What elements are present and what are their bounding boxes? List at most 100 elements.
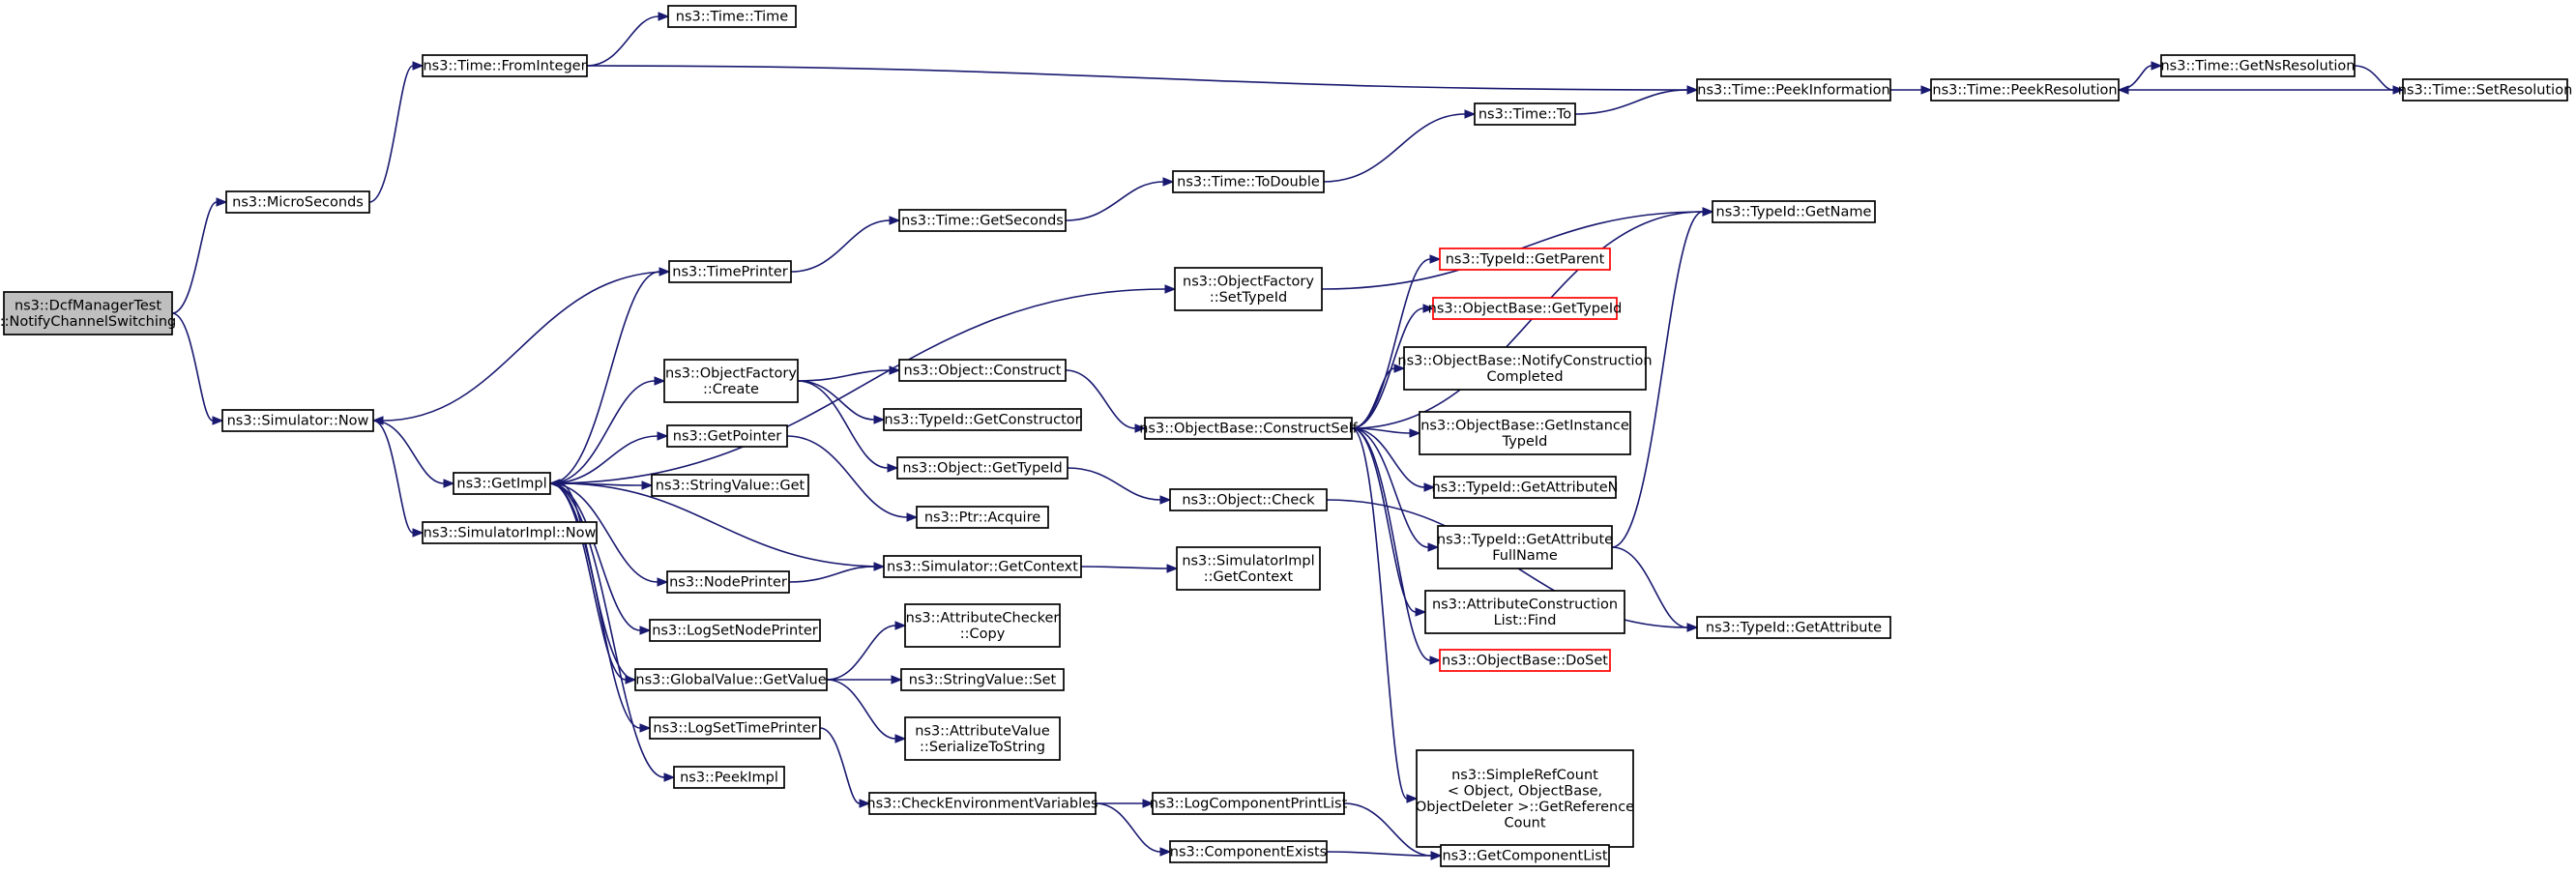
node-getimpl[interactable]: ns3::GetImpl: [453, 472, 551, 495]
node-simgetctx[interactable]: ns3::Simulator::GetContext: [883, 555, 1082, 578]
node-setres[interactable]: ns3::Time::SetResolution: [2398, 78, 2573, 102]
node-getnsres[interactable]: ns3::Time::GetNsResolution: [2160, 54, 2356, 77]
edge-line: [788, 566, 875, 583]
node-box: [898, 359, 1067, 382]
edge-obconstructself-to-srcgetref: [1351, 427, 1419, 803]
node-box: [1432, 297, 1618, 320]
node-timetime[interactable]: ns3::Time::Time: [667, 5, 797, 28]
node-label: ns3::PeekImpl: [680, 771, 778, 786]
edge-arrowhead: [1159, 495, 1172, 505]
node-tidgetparent[interactable]: ns3::TypeId::GetParent: [1439, 248, 1611, 271]
node-frominteger[interactable]: ns3::Time::FromInteger: [422, 54, 588, 77]
node-peekinfo[interactable]: ns3::Time::PeekInformation: [1696, 78, 1891, 102]
node-timeto[interactable]: ns3::Time::To: [1474, 102, 1576, 126]
node-getpointer[interactable]: ns3::GetPointer: [666, 424, 788, 448]
edge-compexists-to-getcomplist: [1326, 851, 1443, 860]
node-tidgetctor[interactable]: ns3::TypeId::GetConstructor: [883, 408, 1082, 431]
node-label: ns3::LogSetTimePrinter: [653, 721, 816, 737]
node-todouble[interactable]: ns3::Time::ToDouble: [1172, 170, 1325, 193]
node-label: ns3::TypeId::GetConstructor: [884, 413, 1080, 428]
node-box: [900, 668, 1065, 691]
node-label: ns3::StringValue::Set: [909, 673, 1057, 688]
node-tidgetname[interactable]: ns3::TypeId::GetName: [1712, 200, 1876, 223]
node-box: [667, 5, 797, 28]
edge-arrowhead: [1686, 85, 1699, 95]
node-box: [634, 668, 828, 691]
edge-line: [1611, 546, 1688, 628]
node-tidgetattrn[interactable]: ns3::TypeId::GetAttributeN: [1431, 476, 1619, 499]
node-box: [1433, 476, 1617, 499]
edge-tidgetattrfull-to-tidgetname: [1611, 207, 1714, 548]
node-label: ::SetTypeId: [1210, 290, 1287, 306]
edge-simgetctx-to-simimplgetctx: [1080, 564, 1179, 573]
node-root: ns3::DcfManagerTest::NotifyChannelSwitch…: [0, 291, 176, 335]
node-strvalset[interactable]: ns3::StringValue::Set: [900, 668, 1065, 691]
node-box: [1169, 840, 1328, 863]
node-label: ns3::TypeId::GetName: [1716, 205, 1872, 220]
node-srcgetref[interactable]: ns3::SimpleRefCount< Object, ObjectBase,…: [1416, 749, 1634, 848]
node-box: [453, 472, 551, 495]
node-obnotify[interactable]: ns3::ObjectBase::NotifyConstructionCompl…: [1397, 346, 1653, 391]
node-box: [422, 54, 588, 77]
node-strvalget[interactable]: ns3::StringValue::Get: [651, 474, 809, 497]
node-ofcreate[interactable]: ns3::ObjectFactory::Create: [663, 359, 799, 403]
node-getcomplist[interactable]: ns3::GetComponentList: [1440, 844, 1610, 867]
node-getseconds[interactable]: ns3::Time::GetSeconds: [898, 209, 1067, 232]
node-objcheck[interactable]: ns3::Object::Check: [1169, 488, 1328, 511]
edge-todouble-to-timeto: [1323, 109, 1477, 183]
edge-obconstructself-to-tidgetattrn: [1351, 427, 1436, 492]
node-label: ns3::Time::PeekInformation: [1697, 83, 1889, 99]
node-obgettypeid[interactable]: ns3::ObjectBase::GetTypeId: [1428, 297, 1623, 320]
edge-timeprinter-to-getseconds: [790, 216, 901, 273]
node-label: Completed: [1486, 369, 1563, 385]
node-obconstructself[interactable]: ns3::ObjectBase::ConstructSelf: [1139, 417, 1359, 440]
node-logsetnode[interactable]: ns3::LogSetNodePrinter: [649, 619, 821, 642]
edge-line: [1343, 802, 1432, 857]
edge-line: [797, 380, 889, 469]
edge-arrowhead: [894, 734, 907, 743]
node-logcomplist[interactable]: ns3::LogComponentPrintList: [1150, 792, 1348, 815]
node-simimplgetctx[interactable]: ns3::SimulatorImpl::GetContext: [1176, 546, 1321, 591]
node-box: [1439, 649, 1611, 672]
node-tidgetattr[interactable]: ns3::TypeId::GetAttribute: [1696, 616, 1891, 639]
node-label: ns3::TimePrinter: [672, 265, 788, 280]
node-peekimpl[interactable]: ns3::PeekImpl: [673, 766, 785, 789]
node-objconstruct[interactable]: ns3::Object::Construct: [898, 359, 1067, 382]
node-simimplnow[interactable]: ns3::SimulatorImpl::Now: [422, 521, 598, 544]
node-nodeprinter[interactable]: ns3::NodePrinter: [666, 570, 790, 594]
node-label: ns3::TypeId::GetAttributeN: [1431, 481, 1618, 496]
edge-line: [171, 201, 218, 314]
node-label: ns3::GlobalValue::GetValue: [635, 673, 826, 688]
edge-line: [826, 625, 896, 681]
node-timeprinter[interactable]: ns3::TimePrinter: [668, 260, 792, 283]
node-label: ns3::Object::GetTypeId: [902, 461, 1062, 477]
node-micro[interactable]: ns3::MicroSeconds: [225, 190, 370, 214]
node-label: ns3::ComponentExists: [1170, 845, 1328, 860]
edge-arrowhead: [894, 621, 907, 630]
node-gvgetvalue[interactable]: ns3::GlobalValue::GetValue: [634, 668, 828, 691]
edge-arrowhead: [443, 479, 455, 488]
node-obdoset[interactable]: ns3::ObjectBase::DoSet: [1439, 649, 1611, 672]
node-ofsettypeid[interactable]: ns3::ObjectFactory::SetTypeId: [1174, 267, 1323, 311]
node-checkenv[interactable]: ns3::CheckEnvironmentVariables: [866, 792, 1098, 815]
edge-arrowhead: [1430, 851, 1443, 860]
node-objgettypeid[interactable]: ns3::Object::GetTypeId: [896, 456, 1068, 480]
node-label: ns3::StringValue::Get: [656, 479, 805, 494]
node-ptracquire[interactable]: ns3::Ptr::Acquire: [916, 506, 1049, 529]
node-acopy[interactable]: ns3::AttributeChecker::Copy: [904, 603, 1061, 648]
node-logsettime[interactable]: ns3::LogSetTimePrinter: [649, 716, 821, 740]
edge-arrowhead: [906, 512, 919, 522]
node-peekres[interactable]: ns3::Time::PeekResolution: [1930, 78, 2120, 102]
edge-getimpl-to-ofcreate: [549, 376, 666, 484]
node-compexists[interactable]: ns3::ComponentExists: [1169, 840, 1328, 863]
edge-line: [559, 482, 885, 568]
node-avser[interactable]: ns3::AttributeValue::SerializeToString: [904, 716, 1061, 761]
edge-getimpl-to-ofsettypeid: [549, 284, 1177, 484]
edge-line: [1574, 89, 1688, 115]
edge-arrowhead: [212, 416, 224, 425]
node-box: [1474, 102, 1576, 126]
node-simnow[interactable]: ns3::Simulator::Now: [221, 409, 374, 432]
